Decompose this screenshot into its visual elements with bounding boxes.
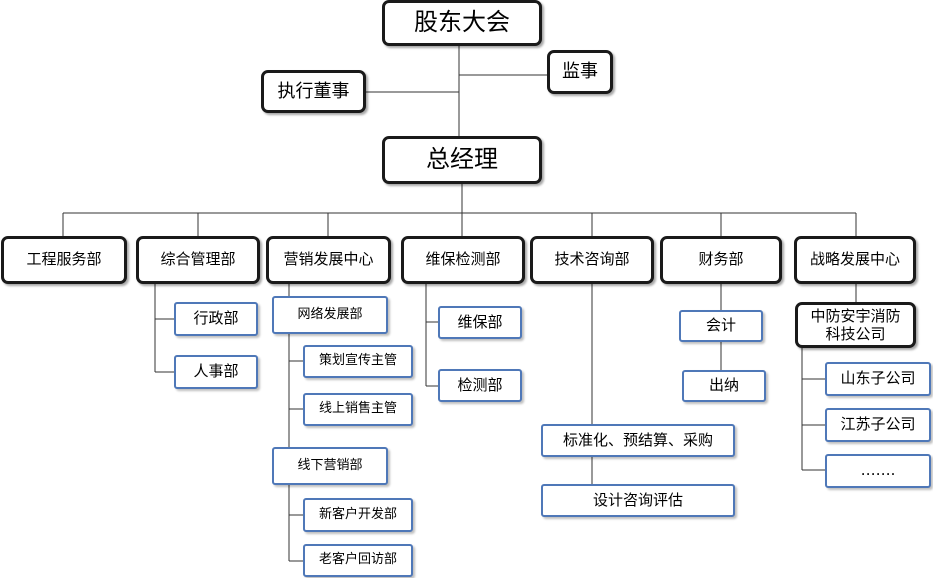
sub-fire-tech-company: 中防安宇消防 科技公司 (795, 302, 916, 348)
node-executive-director: 执行董事 (261, 70, 366, 113)
node-shareholders-meeting: 股东大会 (382, 0, 542, 46)
sub-customer-revisit: 老客户回访部 (303, 544, 413, 577)
dept-general-management: 综合管理部 (136, 236, 260, 284)
dept-strategy-center: 战略发展中心 (794, 236, 916, 284)
sub-new-customer-development: 新客户开发部 (303, 498, 413, 532)
sub-more-subsidiaries: ……. (825, 454, 931, 488)
sub-design-consulting-assessment: 设计咨询评估 (541, 484, 735, 517)
node-supervisor: 监事 (547, 50, 613, 94)
sub-standardization-budget-procurement: 标准化、预结算、采购 (541, 424, 735, 457)
dept-maintenance-testing: 维保检测部 (401, 236, 525, 284)
node-general-manager: 总经理 (382, 136, 542, 184)
dept-engineering-service: 工程服务部 (1, 236, 127, 284)
sub-planning-promotion: 策划宣传主管 (303, 345, 413, 378)
sub-accounting: 会计 (679, 310, 763, 342)
sub-online-sales: 线上销售主管 (303, 393, 413, 426)
dept-finance: 财务部 (660, 236, 782, 284)
sub-offline-marketing: 线下营销部 (272, 447, 388, 485)
sub-jiangsu-subsidiary: 江苏子公司 (825, 408, 931, 442)
sub-network-development: 网络发展部 (272, 296, 388, 334)
sub-hr: 人事部 (174, 355, 258, 389)
sub-testing: 检测部 (438, 369, 522, 402)
sub-admin: 行政部 (174, 302, 258, 336)
sub-cashier: 出纳 (682, 370, 766, 402)
sub-maintenance: 维保部 (438, 306, 522, 339)
dept-technical-consulting: 技术咨询部 (530, 236, 654, 284)
dept-marketing-center: 营销发展中心 (266, 236, 391, 284)
sub-shandong-subsidiary: 山东子公司 (825, 362, 931, 396)
